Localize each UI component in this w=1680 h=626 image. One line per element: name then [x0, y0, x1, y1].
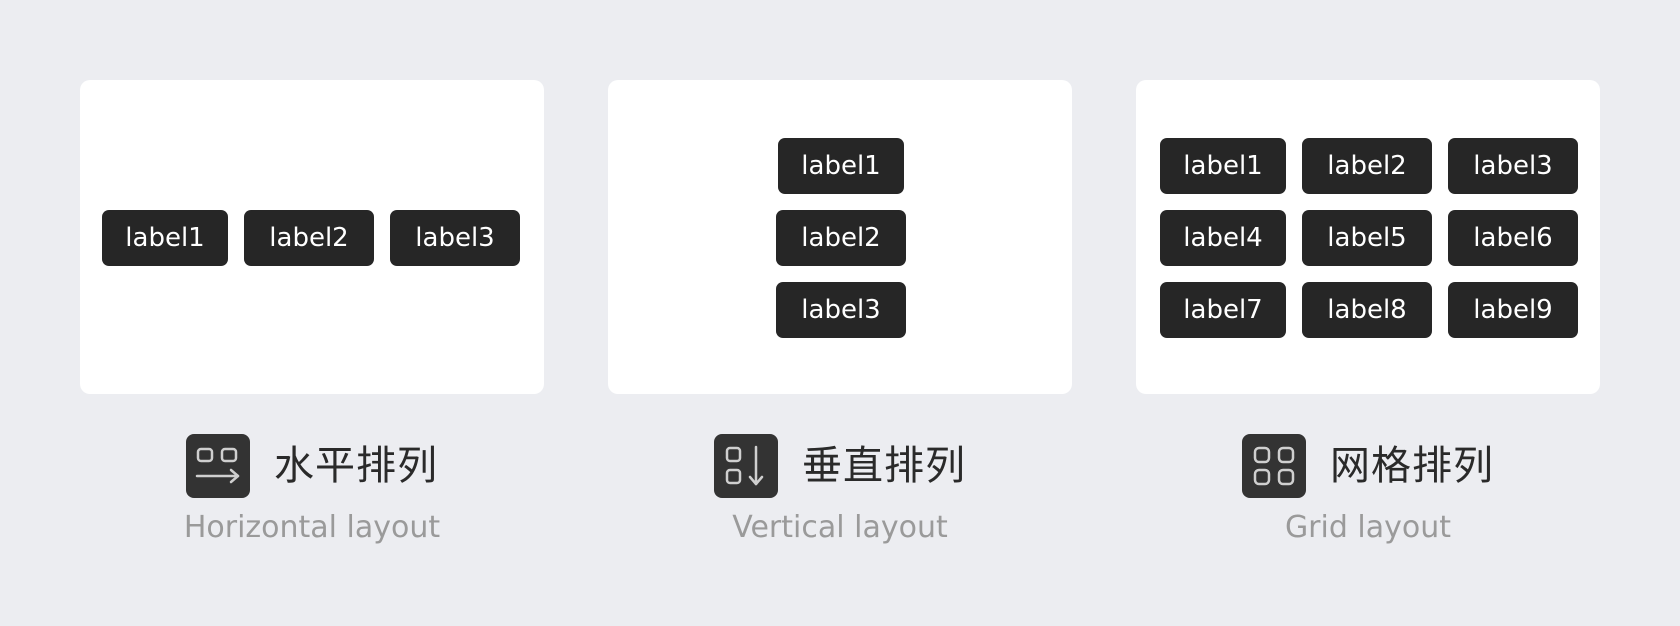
label-chip: label7 [1160, 282, 1286, 338]
vertical-layout-card: label1 label2 label3 垂直排列 Vertical layou… [608, 80, 1072, 580]
horizontal-layout-title: 水平排列 [274, 443, 438, 489]
vertical-layout-subtitle: Vertical layout [732, 510, 948, 545]
grid-layout-heading: 网格排列 [1136, 434, 1600, 498]
vertical-layout-icon [714, 434, 778, 498]
label-chip: label2 [776, 210, 906, 266]
label-chip: label3 [390, 210, 520, 266]
vertical-layout-preview: label1 label2 label3 [608, 80, 1072, 394]
vertical-layout-heading: 垂直排列 [608, 434, 1072, 498]
label-chip: label1 [1160, 138, 1286, 194]
grid-layout-icon [1242, 434, 1306, 498]
horizontal-layout-preview: label1 label2 label3 [80, 80, 544, 394]
grid-layout-title: 网格排列 [1330, 443, 1494, 489]
label-chip: label2 [1302, 138, 1432, 194]
label-chip: label4 [1160, 210, 1286, 266]
label-chip: label3 [776, 282, 906, 338]
grid-layout-preview: label1 label2 label3 label4 label5 label… [1136, 80, 1600, 394]
label-chip: label8 [1302, 282, 1432, 338]
grid-layout-subtitle: Grid layout [1284, 510, 1452, 545]
label-chip: label2 [244, 210, 374, 266]
label-chip: label9 [1448, 282, 1578, 338]
label-chip: label1 [778, 138, 904, 194]
horizontal-layout-subtitle: Horizontal layout [183, 510, 441, 545]
horizontal-layout-icon [186, 434, 250, 498]
horizontal-layout-card: label1 label2 label3 水平排列 Horizontal lay… [80, 80, 544, 580]
grid-layout-card: label1 label2 label3 label4 label5 label… [1136, 80, 1600, 580]
label-chip: label5 [1302, 210, 1432, 266]
horizontal-layout-heading: 水平排列 [80, 434, 544, 498]
vertical-layout-title: 垂直排列 [802, 443, 966, 489]
label-chip: label1 [102, 210, 228, 266]
label-chip: label6 [1448, 210, 1578, 266]
label-chip: label3 [1448, 138, 1578, 194]
